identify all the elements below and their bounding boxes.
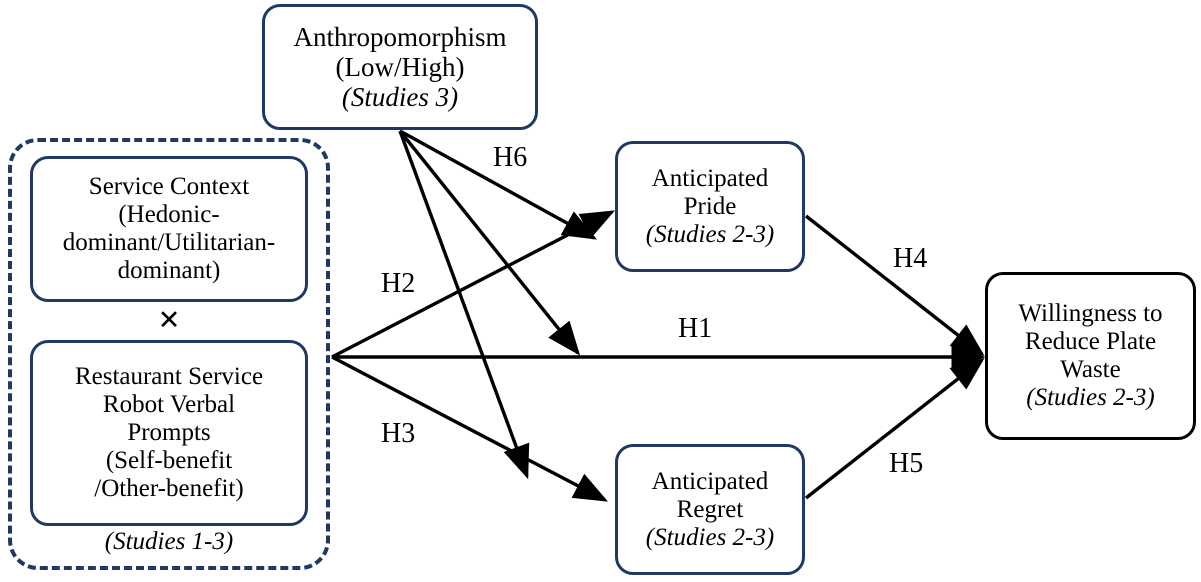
multiplication-operator: ✕ <box>157 305 181 336</box>
path-h6-onto-h1 <box>398 129 581 356</box>
path-h6-onto-h2 <box>399 129 597 240</box>
node-anthropomorphism-line-0: Anthropomorphism <box>293 21 507 52</box>
node-robot-verbal-prompts[interactable]: Restaurant Service Robot Verbal Prompts … <box>30 340 308 526</box>
node-anthropomorphism-studies: (Studies 3) <box>341 82 459 113</box>
node-service-context-line-2: dominant/Utilitarian- <box>62 229 276 256</box>
node-service-context[interactable]: Service Context (Hedonic- dominant/Utili… <box>30 156 308 302</box>
node-anticipated-pride[interactable]: Anticipated Pride (Studies 2-3) <box>615 141 805 272</box>
hypothesis-label-h6: H6 <box>493 142 528 173</box>
node-pride-line-1: Pride <box>683 192 737 220</box>
node-regret-line-0: Anticipated <box>651 467 769 495</box>
node-pride-line-0: Anticipated <box>651 164 769 192</box>
node-robot-prompts-line-3: (Self-benefit <box>105 447 233 474</box>
hypothesis-label-h1: H1 <box>678 313 713 344</box>
path-h4 <box>804 214 985 357</box>
node-robot-prompts-line-2: Prompts <box>127 419 211 446</box>
node-regret-line-1: Regret <box>676 495 744 523</box>
path-h5 <box>804 357 985 500</box>
node-service-context-line-0: Service Context <box>88 173 250 200</box>
path-h6-onto-h3 <box>398 130 530 480</box>
node-anthropomorphism-line-1: (Low/High) <box>335 51 465 82</box>
node-service-context-line-3: dominant) <box>117 257 221 284</box>
node-outcome-studies: (Studies 2-3) <box>1026 384 1155 411</box>
node-regret-studies: (Studies 2-3) <box>645 523 775 551</box>
hypothesis-label-h2: H2 <box>381 268 416 299</box>
node-anthropomorphism[interactable]: Anthropomorphism (Low/High) (Studies 3) <box>262 4 538 130</box>
node-robot-prompts-line-0: Restaurant Service <box>74 363 264 390</box>
node-outcome-line-0: Willingness to <box>1018 300 1163 327</box>
node-outcome-line-1: Reduce Plate <box>1024 328 1157 355</box>
node-pride-studies: (Studies 2-3) <box>645 220 775 248</box>
node-willingness-to-reduce-plate-waste[interactable]: Willingness to Reduce Plate Waste (Studi… <box>985 272 1196 440</box>
studies-group-container <box>8 138 330 570</box>
path-h2 <box>331 210 616 359</box>
node-robot-prompts-line-4: /Other-benefit) <box>94 475 244 502</box>
path-h3 <box>331 355 609 502</box>
hypothesis-label-h4: H4 <box>893 243 928 274</box>
hypothesis-label-h3: H3 <box>381 418 416 449</box>
node-service-context-line-1: (Hedonic- <box>118 201 220 228</box>
group-studies-label: (Studies 1-3) <box>104 528 234 555</box>
node-anticipated-regret[interactable]: Anticipated Regret (Studies 2-3) <box>615 444 805 575</box>
hypothesis-label-h5: H5 <box>889 448 924 479</box>
node-outcome-line-2: Waste <box>1060 356 1121 383</box>
node-robot-prompts-line-1: Robot Verbal <box>102 391 236 418</box>
